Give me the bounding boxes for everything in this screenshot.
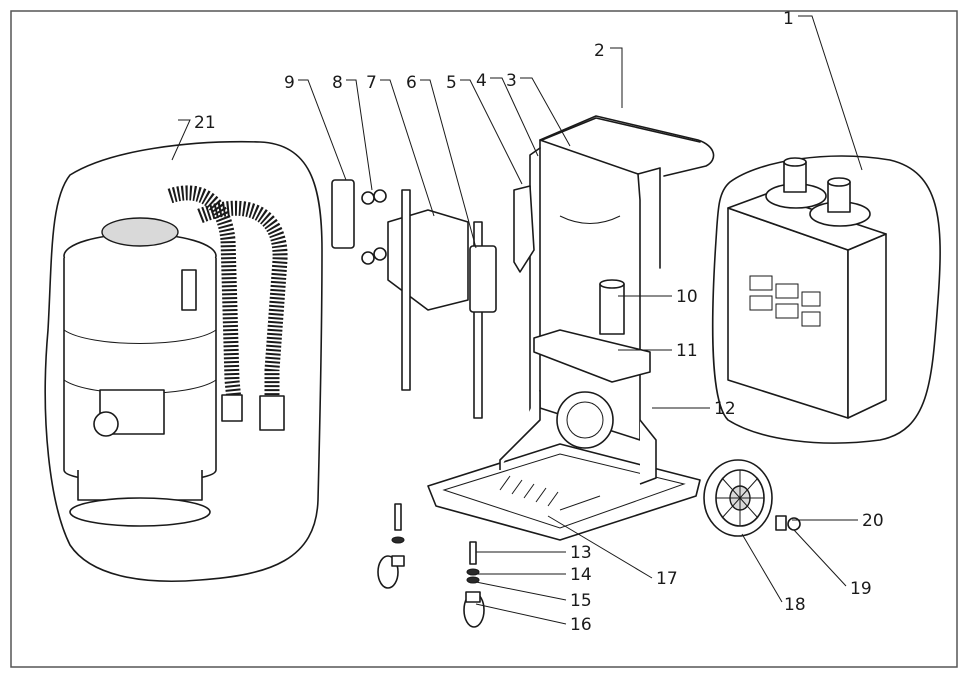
- callout-16: 16: [570, 615, 592, 635]
- post-right: [473, 221, 483, 419]
- bracket-group: [331, 179, 535, 419]
- callout-3: 3: [506, 71, 517, 91]
- power-unit-group: [711, 155, 941, 444]
- mount-plate-9: [331, 179, 355, 249]
- callout-12: 12: [714, 399, 736, 419]
- callout-8: 8: [332, 73, 343, 93]
- caster-group: [377, 503, 485, 628]
- vacuum-base: [69, 497, 211, 527]
- cart-group: [427, 115, 715, 541]
- callout-7: 7: [366, 73, 377, 93]
- callout-10: 10: [676, 287, 698, 307]
- bracket-7: [387, 209, 469, 311]
- callout-14: 14: [570, 565, 592, 585]
- callout-18: 18: [784, 595, 806, 615]
- vacuum-unit-group: [44, 140, 323, 583]
- power-bubble-outline: [711, 155, 941, 444]
- frame-border: [10, 10, 958, 668]
- callout-5: 5: [446, 73, 457, 93]
- cart-cylinder: [599, 283, 625, 335]
- callout-11: 11: [676, 341, 698, 361]
- clamp-6: [469, 245, 497, 313]
- vacuum-motor-cap: [101, 217, 179, 247]
- callout-17: 17: [656, 569, 678, 589]
- callout-19: 19: [850, 579, 872, 599]
- callout-13: 13: [570, 543, 592, 563]
- cart-tray: [427, 443, 701, 541]
- callout-6: 6: [406, 73, 417, 93]
- callout-9: 9: [284, 73, 295, 93]
- hook-5: [513, 185, 535, 273]
- callout-labels: 1 2 3 4 5 6 7 8 9 10 11 12 13 14 15 16 1…: [194, 9, 884, 635]
- callout-15: 15: [570, 591, 592, 611]
- post-left: [401, 189, 411, 391]
- vacuum-bubble-outline: [44, 140, 323, 583]
- caster-bolt-left: [394, 503, 402, 531]
- wheel-group: [703, 459, 801, 537]
- caster-bolt-right: [469, 541, 477, 565]
- callout-2: 2: [594, 41, 605, 61]
- rear-wheel-hidden: [556, 391, 614, 449]
- hose-right: [197, 200, 288, 400]
- callout-20: 20: [862, 511, 884, 531]
- callout-4: 4: [476, 71, 487, 91]
- cart-shelf: [533, 329, 651, 383]
- cart-handle: [539, 115, 715, 177]
- callout-21: 21: [194, 113, 216, 133]
- axle-washer: [775, 515, 787, 531]
- leader-lines: [171, 15, 863, 625]
- callout-1: 1: [783, 9, 794, 29]
